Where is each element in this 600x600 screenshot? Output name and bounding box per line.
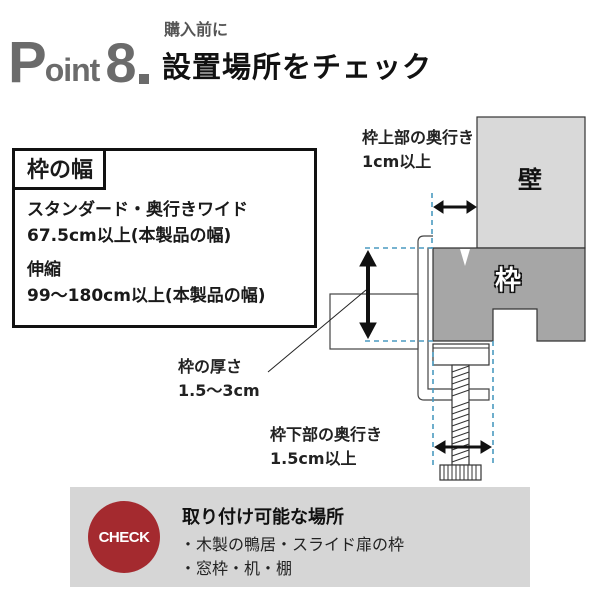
thickness-title: 枠の厚さ — [178, 357, 243, 376]
top-depth-title: 枠上部の奥行き — [362, 128, 475, 147]
guide-lines — [365, 193, 494, 465]
check-list-item: ・窓枠・机・棚 — [180, 559, 293, 578]
thickness-leader-line — [267, 289, 367, 373]
standard-heading: スタンダード・奥行きワイド — [27, 200, 248, 220]
point-dot — [139, 74, 150, 84]
frame-label: 枠 — [495, 266, 522, 296]
product-section — [329, 293, 419, 350]
frame-width-label: 枠の幅 — [12, 148, 107, 190]
frame-notch — [460, 249, 470, 266]
check-list-item: ・木製の鴨居・スライド扉の枠 — [180, 535, 405, 554]
top-depth-value: 1cm以上 — [362, 152, 432, 171]
clamp-screw — [439, 364, 482, 481]
bottom-depth-arrow — [434, 440, 492, 454]
page-title: 設置場所をチェック — [162, 50, 433, 84]
thickness-arrow — [359, 249, 377, 340]
point-logo-rest: oint — [44, 52, 101, 88]
bottom-depth-value: 1.5cm以上 — [270, 449, 357, 468]
installation-diagram — [267, 116, 586, 481]
bottom-depth-label: 枠下部の奥行き 1.5cm以上 — [270, 423, 382, 471]
clamp-pad — [432, 343, 490, 366]
thickness-value: 1.5〜3cm — [178, 381, 260, 400]
check-badge: CHECK — [88, 501, 160, 573]
top-depth-arrow — [433, 200, 477, 214]
top-depth-label: 枠上部の奥行き 1cm以上 — [362, 126, 474, 174]
frame-width-box: 枠の幅 スタンダード・奥行きワイド 67.5cm以上(本製品の幅) 伸縮 99〜… — [12, 148, 317, 328]
point-logo-initial: P — [8, 30, 47, 95]
extend-heading: 伸縮 — [27, 260, 61, 280]
extend-value: 99〜180cm以上(本製品の幅) — [27, 286, 266, 306]
frame-width-details: スタンダード・奥行きワイド 67.5cm以上(本製品の幅) 伸縮 99〜180c… — [27, 197, 265, 309]
check-panel: CHECK 取り付け可能な場所 ・木製の鴨居・スライド扉の枠 ・窓枠・机・棚 — [70, 487, 530, 587]
thickness-label: 枠の厚さ 1.5〜3cm — [178, 355, 260, 403]
wall-label: 壁 — [518, 166, 542, 194]
point-number: 8 — [105, 31, 137, 94]
header: P oint 8 購入前に 設置場所をチェック — [0, 0, 600, 100]
frame-shape — [432, 247, 586, 342]
standard-value: 67.5cm以上(本製品の幅) — [27, 226, 232, 246]
point-number-logo: P oint 8 — [8, 28, 150, 95]
bottom-depth-title: 枠下部の奥行き — [270, 425, 383, 444]
check-title: 取り付け可能な場所 — [182, 507, 344, 528]
wall-shape — [476, 116, 586, 249]
page-subtitle: 購入前に — [164, 20, 229, 39]
